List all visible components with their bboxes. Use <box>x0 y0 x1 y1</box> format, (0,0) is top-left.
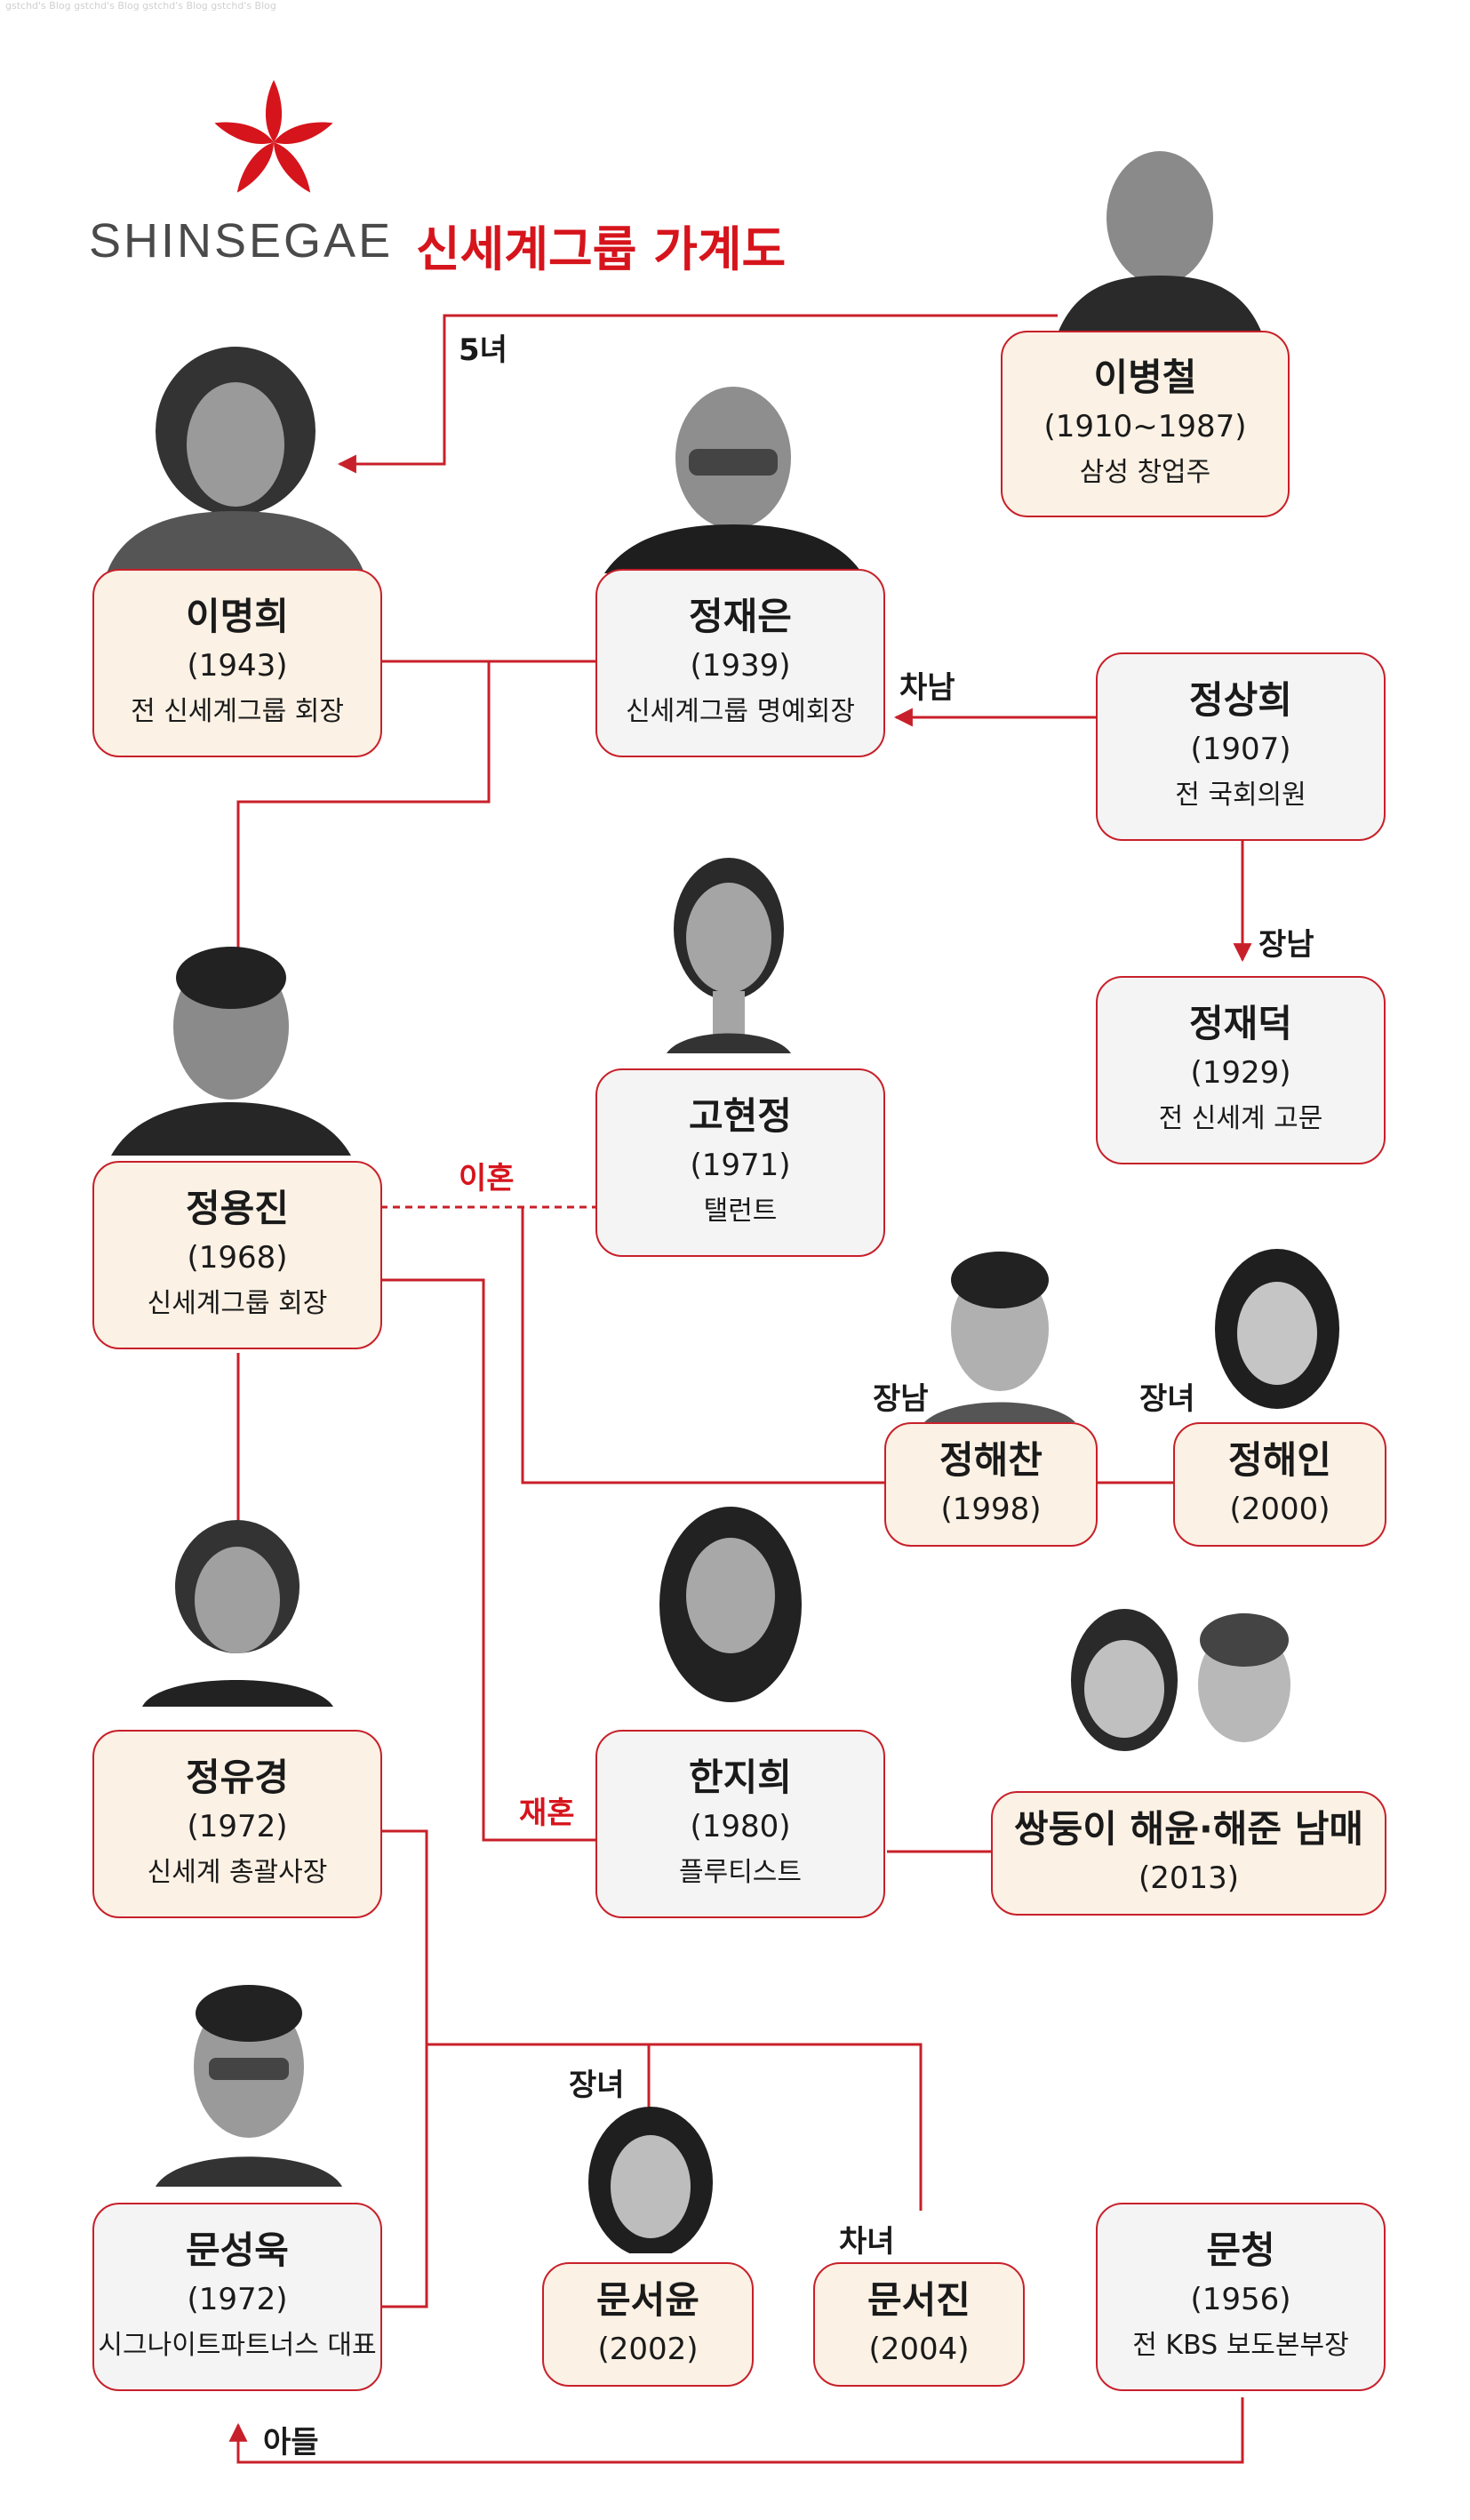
person-years: (1972) <box>187 1809 288 1844</box>
person-name: 정재덕 <box>1189 1002 1292 1045</box>
person-lee-byungchul: 이병철 (1910~1987) 삼성 창업주 <box>1001 331 1290 517</box>
person-han-jihee: 한지희 (1980) 플루티스트 <box>595 1730 885 1918</box>
relation-label-seoyun: 장녀 <box>569 2068 625 2103</box>
person-role: 전 신세계그룹 회장 <box>131 696 344 727</box>
person-role: 신세계그룹 회장 <box>147 1288 328 1319</box>
person-role: 신세계그룹 명예회장 <box>626 696 855 727</box>
person-role: 전 신세계 고문 <box>1158 1103 1323 1134</box>
person-years: (1998) <box>940 1492 1042 1527</box>
person-name: 쌍둥이 해윤·해준 남매 <box>1014 1807 1363 1851</box>
person-lee-myunghee: 이명희 (1943) 전 신세계그룹 회장 <box>92 569 382 757</box>
person-years: (1972) <box>187 2282 288 2317</box>
person-years: (1968) <box>187 1240 288 1276</box>
moon-sungwook-photo <box>156 1978 342 2187</box>
chung-jaeeun-photo <box>604 360 862 573</box>
go-hyunjung-photo <box>640 849 818 1053</box>
person-name: 문청 <box>1206 2228 1275 2272</box>
person-years: (1971) <box>690 1148 791 1183</box>
logo-wordmark: SHINSEGAE <box>89 214 394 268</box>
person-chung-haechan: 정해찬 (1998) <box>884 1422 1098 1547</box>
person-name: 정상희 <box>1189 678 1292 722</box>
person-years: (1910~1987) <box>1043 409 1247 444</box>
person-moon-sungwook: 문성욱 (1972) 시그나이트파트너스 대표 <box>92 2203 382 2391</box>
relation-label-first-son: 장남 <box>1258 927 1314 963</box>
person-chung-sanghee: 정상희 (1907) 전 국회의원 <box>1096 652 1386 841</box>
person-name: 이병철 <box>1093 356 1197 399</box>
person-years: (2002) <box>597 2332 699 2367</box>
person-name: 한지희 <box>689 1756 792 1799</box>
relation-label-remarriage: 재혼 <box>519 1796 575 1831</box>
person-go-hyunjung: 고현정 (1971) 탤런트 <box>595 1068 885 1257</box>
person-name: 정유경 <box>186 1756 289 1799</box>
relation-label-divorce: 이혼 <box>459 1161 515 1196</box>
person-chung-yookyung: 정유경 (1972) 신세계 총괄사장 <box>92 1730 382 1918</box>
person-years: (1929) <box>1190 1055 1291 1091</box>
relation-label-haechan: 장남 <box>873 1381 929 1417</box>
person-years: (1956) <box>1190 2282 1291 2317</box>
lee-myunghee-photo <box>107 347 364 573</box>
shinsegae-flower-logo <box>214 80 333 193</box>
chung-yookyung-photo <box>142 1511 333 1707</box>
chung-haein-photo <box>1204 1249 1351 1422</box>
person-name: 정해인 <box>1228 1438 1331 1482</box>
person-moon-chung: 문청 (1956) 전 KBS 보도본부장 <box>1096 2203 1386 2391</box>
person-name: 문성욱 <box>186 2228 289 2272</box>
person-role: 신세계 총괄사장 <box>147 1857 328 1888</box>
chung-haechan-photo <box>924 1244 1075 1422</box>
person-name: 고현정 <box>689 1094 792 1138</box>
person-years: (1907) <box>1190 732 1291 767</box>
person-moon-seoyun: 문서윤 (2002) <box>542 2262 754 2387</box>
person-twins: 쌍둥이 해윤·해준 남매 (2013) <box>991 1791 1386 1916</box>
person-name: 정용진 <box>186 1187 289 1230</box>
person-chung-jaeduk: 정재덕 (1929) 전 신세계 고문 <box>1096 976 1386 1164</box>
chung-yongjin-photo <box>111 938 351 1156</box>
person-years: (1939) <box>690 648 791 684</box>
person-name: 이명희 <box>186 595 289 638</box>
moon-seoyun-photo <box>569 2098 733 2253</box>
relation-label-haein: 장녀 <box>1139 1381 1195 1417</box>
page-title: 신세계그룹 가계도 <box>416 221 787 277</box>
person-role: 삼성 창업주 <box>1079 457 1211 488</box>
person-name: 문서윤 <box>596 2278 699 2322</box>
relation-label-second-son: 차남 <box>899 670 955 706</box>
person-chung-jaeeun: 정재은 (1939) 신세계그룹 명예회장 <box>595 569 885 757</box>
relation-label-fifth-daughter: 5녀 <box>459 332 507 368</box>
lee-byungchul-photo <box>1058 133 1262 333</box>
han-jihee-photo <box>627 1507 835 1720</box>
person-role: 전 국회의원 <box>1175 780 1306 811</box>
person-years: (1943) <box>187 648 288 684</box>
person-years: (2000) <box>1229 1492 1330 1527</box>
person-years: (2004) <box>868 2332 970 2367</box>
person-moon-seojin: 문서진 (2004) <box>813 2262 1025 2387</box>
person-name: 정해찬 <box>939 1438 1043 1482</box>
twins-photo <box>1053 1600 1320 1778</box>
person-role: 플루티스트 <box>679 1857 802 1888</box>
person-name: 문서진 <box>867 2278 971 2322</box>
person-role: 탤런트 <box>703 1196 778 1227</box>
person-role: 시그나이트파트너스 대표 <box>98 2330 377 2361</box>
person-chung-haein: 정해인 (2000) <box>1173 1422 1386 1547</box>
person-years: (2013) <box>1138 1860 1240 1896</box>
person-years: (1980) <box>690 1809 791 1844</box>
watermark: gstchd's Blog gstchd's Blog gstchd's Blo… <box>5 0 276 12</box>
person-role: 전 KBS 보도본부장 <box>1132 2330 1349 2361</box>
relation-label-seojin: 차녀 <box>839 2224 895 2260</box>
relation-label-son: 아들 <box>263 2425 319 2460</box>
person-chung-yongjin: 정용진 (1968) 신세계그룹 회장 <box>92 1161 382 1349</box>
person-name: 정재은 <box>689 595 792 638</box>
